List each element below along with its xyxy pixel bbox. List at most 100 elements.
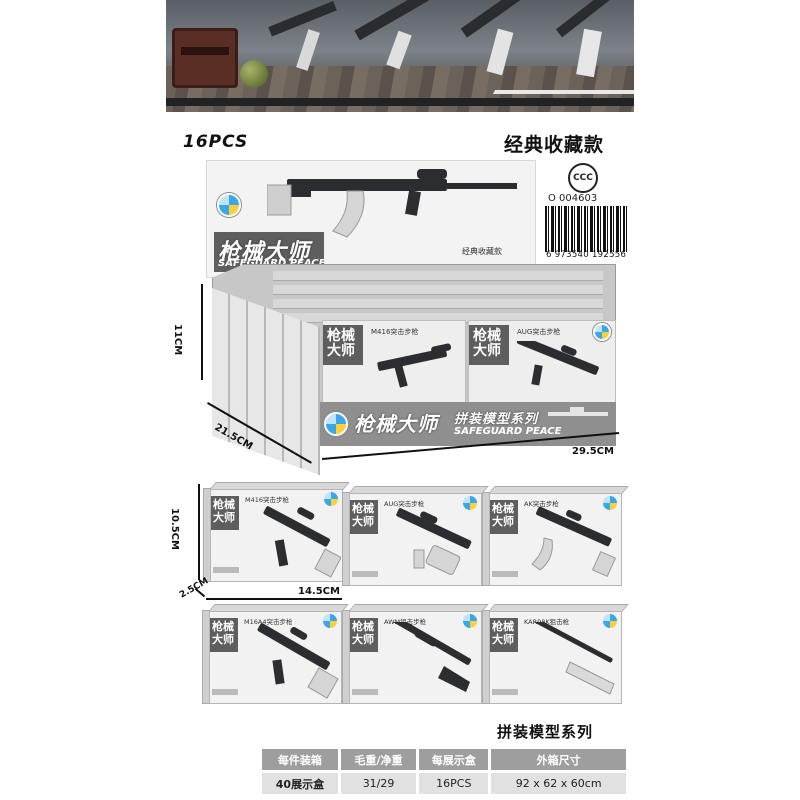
ccc-certification-icon: CCC (568, 163, 598, 193)
box-number-strip (492, 571, 518, 577)
banner-stripe-light (492, 90, 634, 94)
spec-value-row: 40展示盒 31/29 16PCS 92 x 62 x 60cm (262, 773, 626, 794)
banner-rifles-illustration (268, 0, 621, 78)
brand-logo-icon (593, 323, 611, 341)
box-m416: 枪械大师 M416突击步枪 (203, 482, 350, 582)
tray-row (273, 271, 603, 281)
spec-header-cell: 毛重/净重 (340, 749, 417, 770)
awm-rifle-illustration (389, 622, 472, 692)
brand-logo-icon (603, 496, 617, 510)
brand-logo-icon (463, 496, 477, 510)
front-box-name: 枪械大师 (327, 328, 355, 359)
brand-logo-icon (323, 614, 337, 628)
front-box-label: M416突击步枪 (371, 328, 419, 336)
spec-value-cell: 92 x 62 x 60cm (491, 773, 626, 794)
box-title-bar (350, 618, 378, 652)
brand-logo-icon (324, 492, 338, 506)
ak-rifle-illustration (531, 506, 617, 578)
box-label: AUG突击步枪 (384, 500, 425, 508)
brand-logo-icon (463, 614, 477, 628)
box-name: 枪械大师 (213, 498, 235, 524)
tray-row (273, 299, 603, 309)
box-aug: 枪械大师 AUG突击步枪 (342, 486, 489, 586)
kar98k-rifle-illustration (526, 622, 615, 695)
front-box-aug: 枪械大师 AUG突击步枪 (468, 320, 616, 412)
box-height-label: 10.5CM (169, 508, 180, 550)
front-box-label: AUG突击步枪 (517, 328, 561, 336)
brand-name-cn: 枪械大师 (354, 412, 438, 436)
banner-stripe (166, 98, 634, 106)
spec-header-cell: 每展示盒 (419, 749, 489, 770)
box-title-bar (490, 500, 518, 534)
box-face: 枪械大师 AK突击步枪 (489, 493, 622, 586)
spec-header-cell: 外箱尺寸 (491, 749, 626, 770)
certification-code: O 004603 (548, 193, 598, 204)
display-front-band: 枪械大师 拼装模型系列 SAFEGUARD PEACE (320, 402, 616, 446)
box-title-bar (210, 618, 238, 652)
box-number-strip (213, 567, 239, 573)
m416-rifle-illustration (377, 343, 452, 388)
grenade-icon (240, 60, 268, 88)
box-kar98k: 枪械大师 KAR98K狙击枪 (482, 604, 629, 704)
ammo-crate (172, 28, 238, 88)
m416-rifle-illustration (263, 506, 341, 578)
box-name: 枪械大师 (492, 620, 514, 646)
barcode-number: 6 973540 192556 (546, 250, 627, 260)
box-face: 枪械大师 AUG突击步枪 (349, 493, 482, 586)
box-title-bar (211, 496, 239, 530)
spec-header-cell: 每件装箱 (262, 749, 338, 770)
brand-logo-icon (603, 614, 617, 628)
specification-table: 每件装箱 毛重/净重 每展示盒 外箱尺寸 40展示盒 31/29 16PCS 9… (259, 746, 629, 797)
spec-value-cell: 16PCS (419, 773, 489, 794)
box-label: M16A4突击步枪 (244, 618, 293, 626)
front-box-title-bar (323, 325, 363, 365)
spec-value-cell: 31/29 (340, 773, 417, 794)
height-dimension-line (201, 284, 203, 380)
box-face: 枪械大师 M416突击步枪 (210, 489, 343, 582)
brand-name-en: SAFEGUARD PEACE (454, 426, 562, 437)
box-number-strip (492, 689, 518, 695)
box-face: 枪械大师 KAR98K狙击枪 (489, 611, 622, 704)
box-title-bar (490, 618, 518, 652)
barcode-icon (545, 206, 627, 252)
box-m16a4: 枪械大师 M16A4突击步枪 (202, 604, 349, 704)
box-face: 枪械大师 M16A4突击步枪 (209, 611, 342, 704)
box-number-strip (352, 571, 378, 577)
m16a4-rifle-illustration (257, 623, 339, 699)
brand-name-cn: 枪械大师 (218, 240, 311, 265)
box-name: 枪械大师 (212, 620, 234, 646)
spec-value-cell: 40展示盒 (262, 773, 338, 794)
collection-title: 经典收藏款 (504, 134, 605, 156)
display-box-header-card (206, 160, 536, 278)
aug-rifle-illustration (396, 508, 472, 575)
brand-name-en: SAFEGUARD PEACE (218, 258, 326, 269)
box-width-label: 14.5CM (298, 586, 340, 597)
box-label: KAR98K狙击枪 (524, 618, 570, 626)
header-tag: 经典收藏款 (462, 247, 502, 256)
display-width-label: 29.5CM (572, 446, 614, 457)
box-name: 枪械大师 (352, 620, 374, 646)
aug-rifle-illustration (516, 341, 599, 386)
box-label: AK突击步枪 (524, 500, 559, 508)
box-number-strip (212, 689, 238, 695)
tray-row (273, 285, 603, 295)
box-name: 枪械大师 (352, 502, 374, 528)
series-name-cn: 拼装模型系列 (454, 412, 539, 427)
band-rifle-illustration (548, 407, 608, 416)
series-title: 拼装模型系列 (497, 723, 594, 741)
box-depth-label: 2.5CM (178, 576, 211, 601)
brand-logo-icon (217, 193, 241, 217)
box-title-bar (350, 500, 378, 534)
box-width-dimension-line (206, 598, 342, 600)
box-ak: 枪械大师 AK突击步枪 (482, 486, 629, 586)
box-number-strip (352, 689, 378, 695)
front-box-title-bar (469, 325, 509, 365)
box-face: 枪械大师 AWM狙击步枪 (349, 611, 482, 704)
top-banner-image (166, 0, 634, 112)
box-height-dimension-line (198, 484, 200, 580)
spec-header-row: 每件装箱 毛重/净重 每展示盒 外箱尺寸 (262, 749, 626, 770)
front-box-name: 枪械大师 (473, 328, 501, 359)
box-name: 枪械大师 (492, 502, 514, 528)
brand-logo-icon (324, 412, 348, 436)
display-height-label: 11CM (172, 324, 183, 356)
